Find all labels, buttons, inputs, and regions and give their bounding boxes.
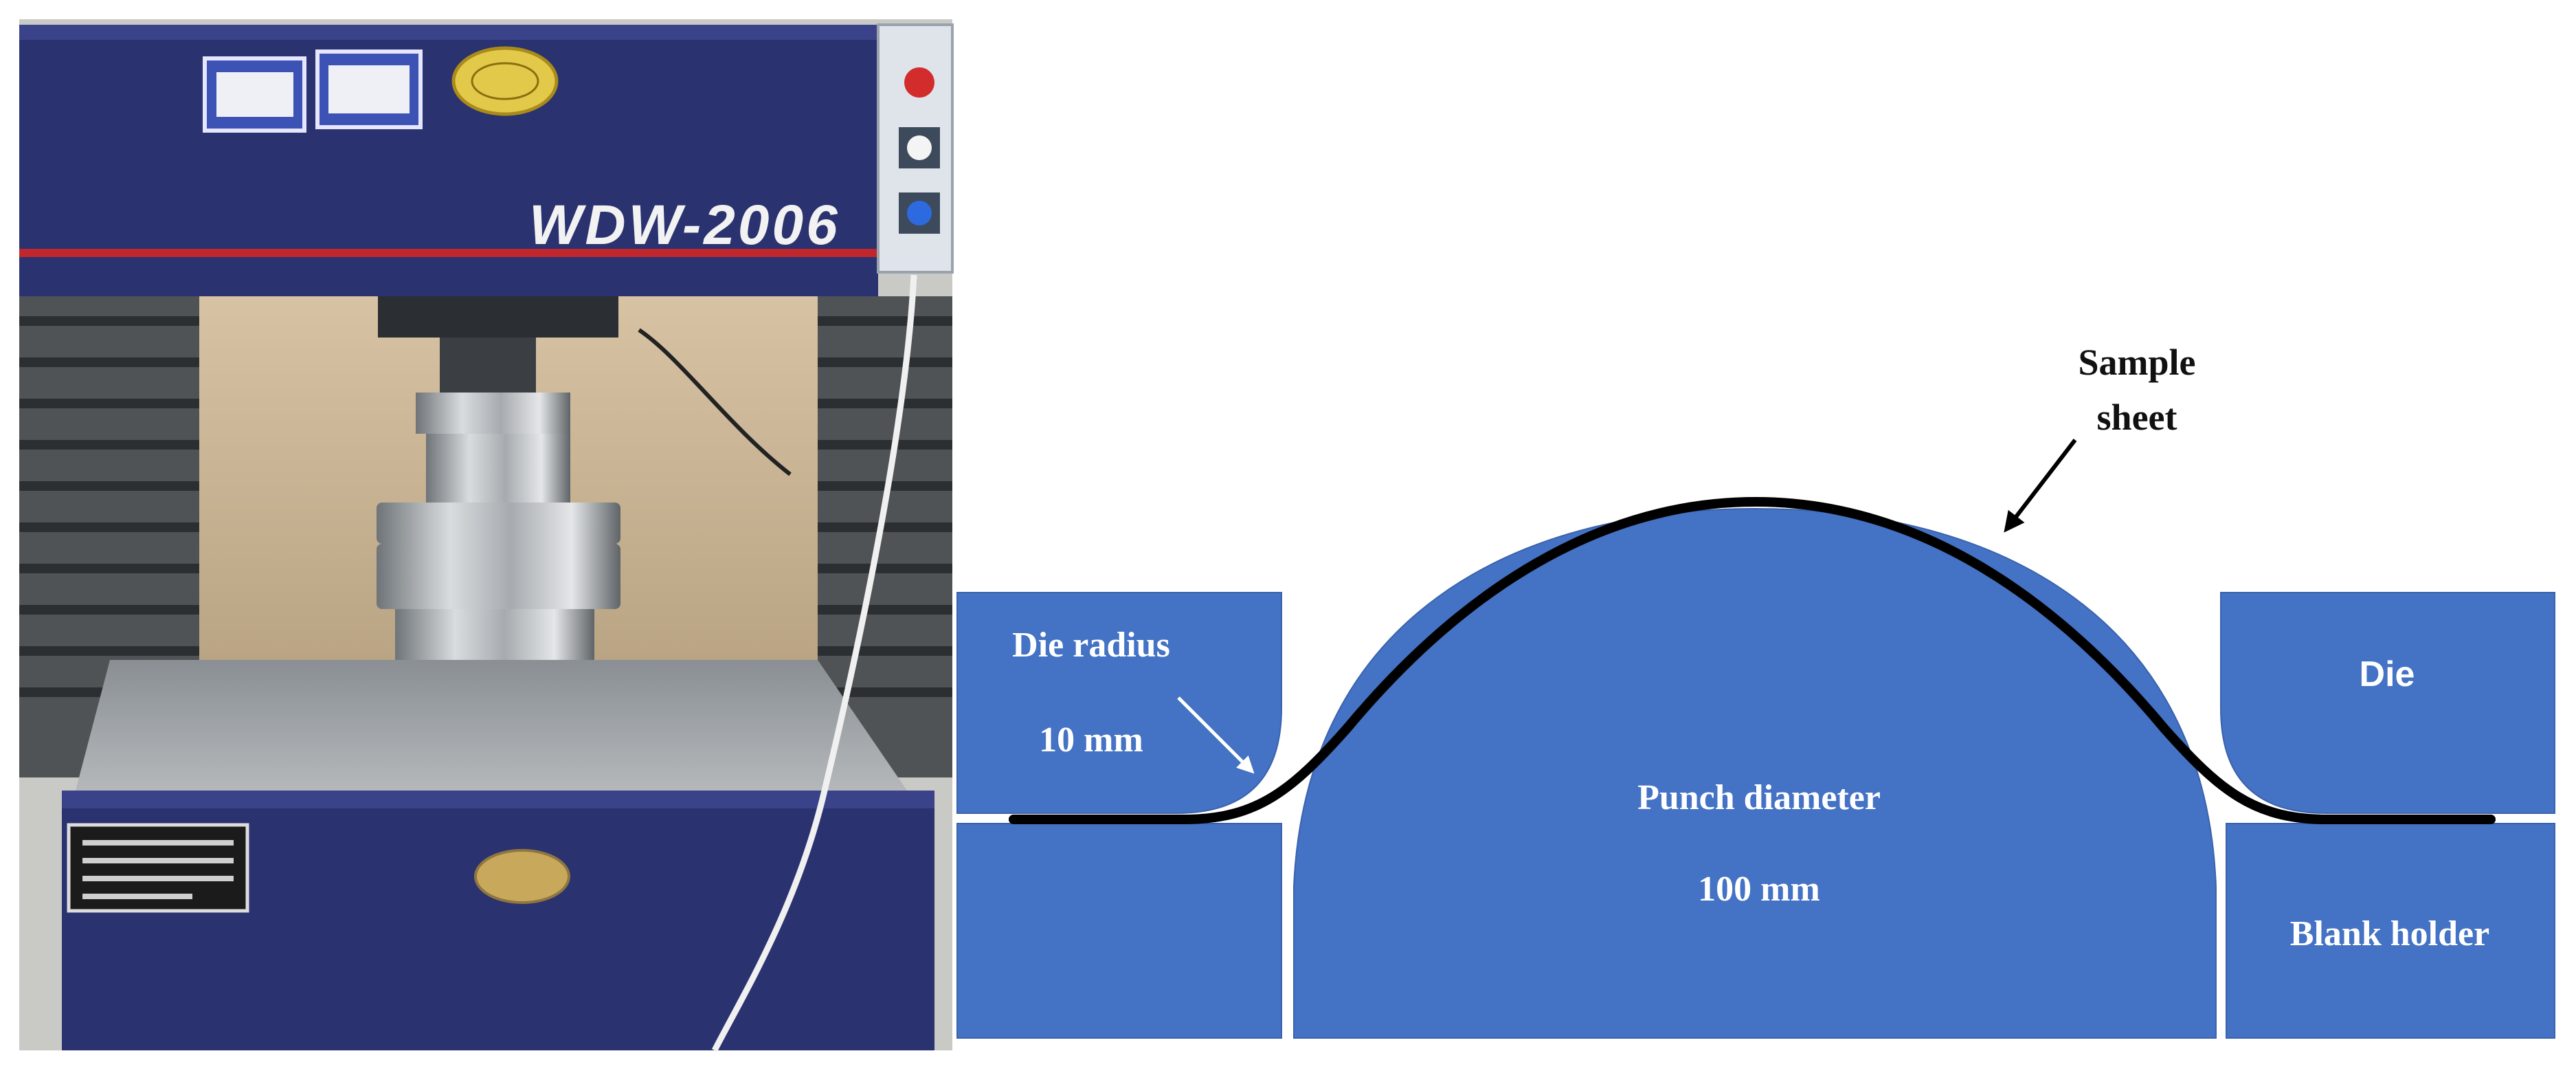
keyhole [474, 849, 570, 904]
blank-holder-label: Blank holder [2290, 914, 2489, 953]
left-die [956, 592, 1282, 814]
die-label: Die [2360, 654, 2415, 694]
upper-platen [378, 296, 618, 338]
punch [1293, 507, 2217, 1039]
right-blank-holder [2226, 823, 2555, 1039]
sample-sheet-label-line1: Sample [2078, 342, 2195, 383]
red-button [904, 67, 934, 98]
logo-seal [451, 46, 559, 116]
blue-button [907, 201, 932, 225]
machine-bed [76, 660, 907, 791]
sample-sheet-arrow [2004, 439, 2077, 533]
white-button [907, 135, 932, 160]
die-radius-arrow [1177, 696, 1255, 774]
sample-sheet-label-line2: sheet [2097, 397, 2177, 438]
red-stripe [19, 249, 878, 257]
left-blank-holder [956, 823, 1282, 1039]
sample-sheet [1009, 496, 2496, 824]
machine-model-label: WDW-2006 [529, 194, 840, 256]
die-radius-label-line1: Die radius [1012, 626, 1170, 665]
die-radius-label-line2: 10 mm [1039, 720, 1143, 760]
punch-label-line1: Punch diameter [1637, 778, 1881, 817]
punch-label-line2: 100 mm [1698, 870, 1820, 909]
power-cable [711, 274, 917, 1052]
machine-photo: WDW-2006 [19, 19, 954, 1052]
schematic: Sample sheet Die radius 10 mm Die Punch … [954, 323, 2559, 1044]
right-die [2220, 592, 2555, 814]
